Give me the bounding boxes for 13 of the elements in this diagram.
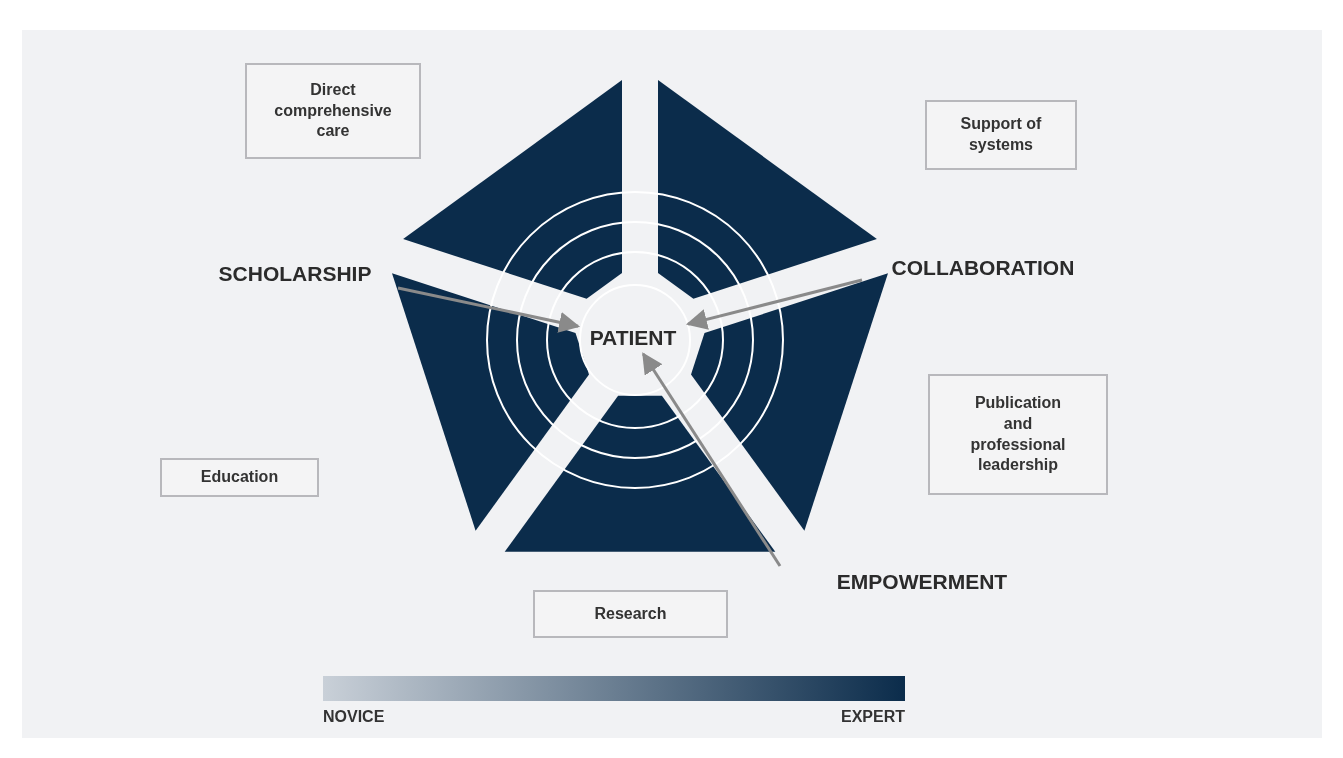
role-box: Direct comprehensive care [245, 63, 421, 159]
domain-label: COLLABORATION [858, 252, 1108, 284]
role-box: Publication and professional leadership [928, 374, 1108, 495]
domain-label: EMPOWERMENT [804, 566, 1040, 598]
role-box: Research [533, 590, 728, 638]
scale-label: NOVICE [323, 708, 385, 726]
role-box: Support of systems [925, 100, 1077, 170]
arrow [642, 352, 782, 567]
scale-label: EXPERT [841, 708, 905, 726]
role-box: Education [160, 458, 319, 497]
arrow [685, 278, 863, 330]
domain-label: SCHOLARSHIP [190, 258, 400, 290]
arrow [397, 286, 581, 333]
